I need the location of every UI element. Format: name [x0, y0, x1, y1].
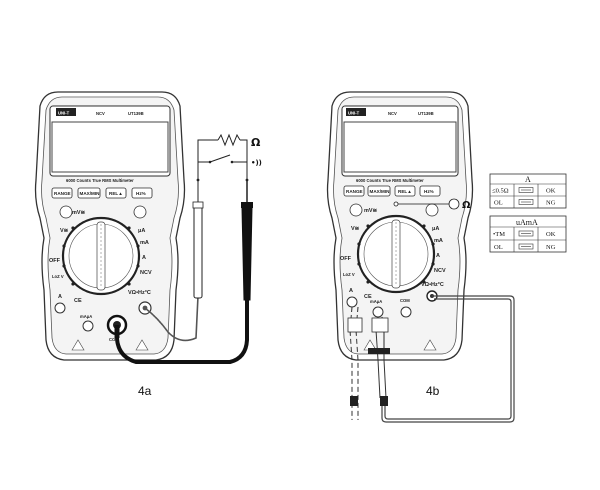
table-uama-row2-result: NG — [546, 244, 556, 251]
range-button[interactable]: RANGE — [343, 185, 365, 197]
svg-text:MAX/MIN: MAX/MIN — [80, 191, 101, 196]
dial-ticks — [62, 226, 140, 286]
max-min-button[interactable]: MAX/MIN — [367, 185, 391, 197]
dial-a-label: A — [436, 253, 440, 259]
hz-button[interactable]: Hz% — [131, 187, 153, 199]
ce-mark: CE — [74, 298, 82, 304]
dial-ua-label: μA — [432, 226, 439, 232]
table-uama: uAmA •TM OL OK NG — [489, 215, 567, 253]
table-uama-row1-result: OK — [546, 231, 556, 238]
table-a-row1-cond: ≤0.5Ω — [492, 188, 509, 195]
ohm-symbol-4b: Ω — [462, 200, 471, 211]
rel-button[interactable]: REL▲ — [394, 185, 416, 197]
test-leads-4a — [114, 180, 253, 364]
jack-mua-label: mAμA — [370, 299, 382, 304]
range-button[interactable]: RANGE — [51, 187, 73, 199]
red-probe[interactable] — [193, 205, 203, 299]
jack-mua-label: mAμA — [80, 314, 92, 319]
ncv-label: NCV — [96, 111, 105, 116]
svg-text:REL▲: REL▲ — [109, 191, 123, 196]
table-a: A ≤0.5Ω OL OK NG — [489, 173, 567, 209]
dial-ncv-label: NCV — [434, 268, 446, 274]
table-uama-row1-cond: •TM — [493, 231, 505, 238]
figure-4a: UNI-T NCV UT139B 6000 Counts True RMS Mu… — [34, 91, 262, 398]
svg-text:Hz%: Hz% — [136, 191, 146, 196]
jack-vohm-label: VΩ•Hz°C — [421, 282, 444, 288]
jack-a-label: A — [349, 288, 353, 294]
brand-logo: UNI-T — [348, 111, 360, 116]
ncv-label: NCV — [388, 111, 397, 116]
dial-mv-label: mV≅ — [364, 208, 378, 214]
svg-text:Hz%: Hz% — [424, 189, 434, 194]
meter-subtitle: 6000 Counts True RMS Multimeter — [66, 178, 134, 183]
model-label: UT139B — [128, 111, 144, 116]
jack-mua[interactable] — [372, 306, 384, 318]
jack-a[interactable] — [54, 302, 66, 314]
test-leads-4b — [347, 295, 515, 423]
jack-com[interactable] — [400, 306, 412, 318]
table-a-row2-cond: OL — [494, 200, 503, 207]
dial-v-label: V≅ — [60, 228, 69, 234]
dial-ncv-label: NCV — [140, 270, 152, 276]
svg-text:RANGE: RANGE — [346, 189, 363, 194]
table-uama-row2-cond: OL — [494, 244, 503, 251]
dial-lozv-label: LoZ V — [343, 272, 355, 277]
resistor-symbol — [217, 133, 241, 147]
ce-mark: CE — [364, 294, 372, 300]
dial-a-label: A — [142, 255, 146, 261]
jack-com-label: COM — [400, 298, 410, 303]
dial-lozv-label: LoZ V — [52, 274, 64, 279]
dial-ma-label: mA — [140, 240, 149, 246]
model-label: UT139B — [418, 111, 434, 116]
hz-button[interactable]: Hz% — [419, 185, 441, 197]
svg-text:MAX/MIN: MAX/MIN — [370, 189, 391, 194]
dial-mv-label: mV≅ — [72, 210, 86, 216]
figure-4b: UNI-T NCV UT139B 6000 Counts True RMS Mu… — [326, 91, 567, 423]
table-a-row2-result: NG — [546, 200, 556, 207]
test-circuit-4a: Ω •)) — [196, 133, 262, 182]
select-button[interactable] — [59, 205, 73, 219]
jack-mua[interactable] — [82, 320, 94, 332]
select-button[interactable] — [349, 203, 363, 217]
svg-text:RANGE: RANGE — [54, 191, 71, 196]
table-a-header: A — [525, 175, 531, 184]
jack-a[interactable] — [346, 296, 358, 308]
dial-off-label: OFF — [49, 258, 61, 264]
caption-4b: 4b — [426, 384, 440, 398]
brand-logo: UNI-T — [58, 111, 70, 116]
multimeter-4b: UNI-T NCV UT139B 6000 Counts True RMS Mu… — [326, 91, 474, 361]
continuity-sound-icon: •)) — [251, 159, 262, 167]
dial-ticks — [357, 224, 435, 284]
multimeter-4a: UNI-T NCV UT139B 6000 Counts True RMS Mu… — [34, 91, 186, 361]
dial-off-label: OFF — [340, 256, 352, 262]
rotary-dial[interactable] — [356, 214, 436, 294]
meter-subtitle: 6000 Counts True RMS Multimeter — [356, 178, 424, 183]
dial-ua-label: μA — [138, 228, 145, 234]
dial-v-label: V≅ — [351, 226, 360, 232]
dial-ma-label: mA — [434, 238, 443, 244]
rel-button[interactable]: REL▲ — [105, 187, 127, 199]
light-button[interactable] — [133, 205, 147, 219]
table-uama-header: uAmA — [516, 218, 538, 227]
switch-symbol — [209, 154, 231, 163]
caption-4a: 4a — [138, 384, 152, 398]
max-min-button[interactable]: MAX/MIN — [77, 187, 101, 199]
jack-a-label: A — [58, 294, 62, 300]
black-probe[interactable] — [241, 207, 253, 301]
table-a-row1-result: OK — [546, 188, 556, 195]
jack-com-label: COM — [109, 337, 119, 342]
ohm-symbol-4a: Ω — [251, 136, 261, 149]
svg-text:REL▲: REL▲ — [398, 189, 412, 194]
rotary-dial[interactable] — [61, 216, 141, 296]
light-button[interactable] — [425, 203, 439, 217]
jack-vohm-label: VΩ•Hz°C — [128, 290, 151, 296]
